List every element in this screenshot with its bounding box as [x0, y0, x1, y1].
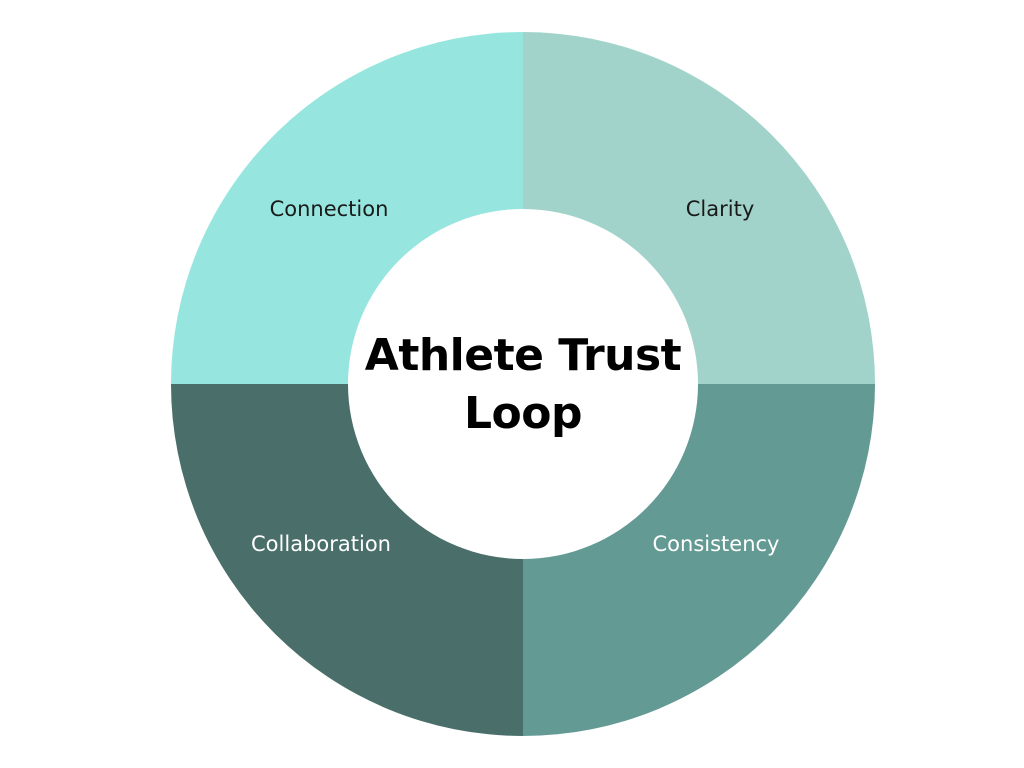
segment-label-collaboration: Collaboration [251, 532, 391, 556]
segment-label-clarity: Clarity [686, 197, 755, 221]
segment-label-consistency: Consistency [653, 532, 780, 556]
diagram-title: Athlete Trust Loop [348, 210, 698, 560]
center-hole [348, 209, 698, 559]
diagram-title-line-1: Athlete Trust [364, 330, 682, 381]
segment-label-connection: Connection [270, 197, 389, 221]
diagram-title-line-2: Loop [464, 388, 583, 439]
